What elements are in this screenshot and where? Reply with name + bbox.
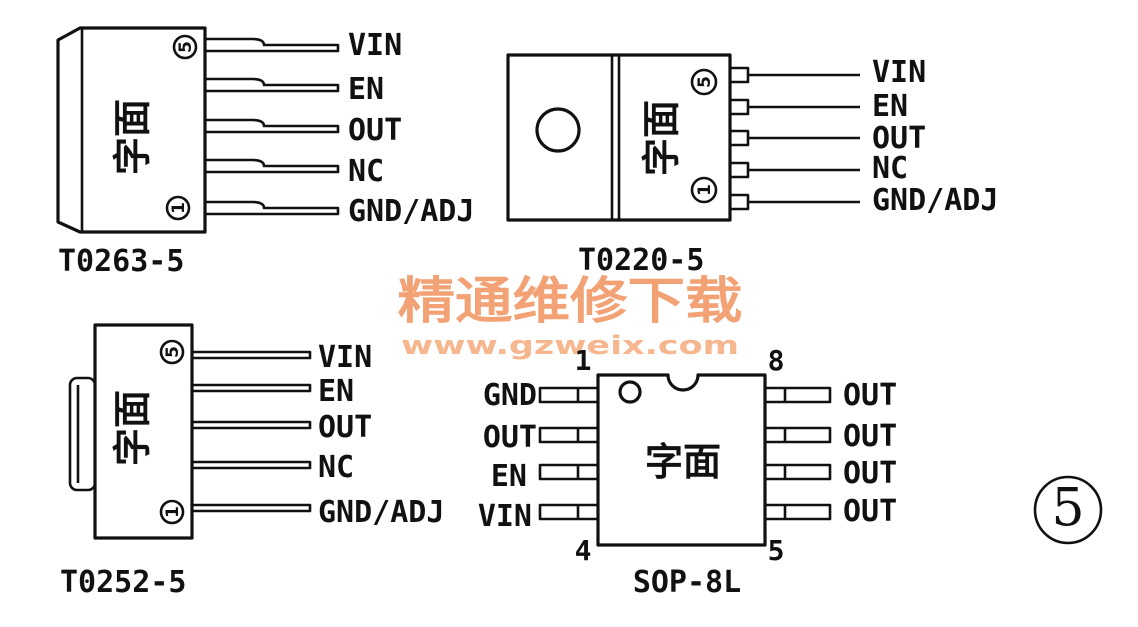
to220-mounting-hole: [535, 107, 581, 153]
sop8-lead-6: [763, 463, 832, 481]
to252-pin-label: GND/ADJ: [318, 495, 444, 530]
watermark: 精通维修下载 www.gzweix.com: [398, 272, 743, 361]
to220-pin-label: VIN: [872, 55, 926, 90]
sop8-left-leads: [538, 386, 600, 521]
to263-pin-label: VIN: [348, 28, 402, 63]
to252-lead-vin: [190, 350, 312, 360]
figure-number-badge: 5: [1033, 475, 1103, 545]
to252-pin-label: NC: [318, 450, 354, 485]
sop8-caption: SOP-8L: [633, 565, 741, 600]
to252-pin5-mark: 5: [159, 339, 185, 365]
sop8-lead-4: [538, 503, 600, 521]
sop8-lead-5: [763, 503, 832, 521]
to220-pin-label: GND/ADJ: [872, 183, 998, 218]
to252-tab: [68, 376, 97, 492]
to263-pin1-mark-text: 1: [169, 202, 189, 214]
sop8-lead-3: [538, 463, 600, 481]
to220-pin5-mark-text: 5: [695, 76, 715, 88]
to263-package: 字面 5 1 VIN EN OUT NC GND/ADJ T0263-5: [56, 26, 474, 279]
to220-face-text: 字面: [640, 100, 684, 176]
to263-lead-vin: [205, 37, 340, 53]
to263-lead-out: [205, 118, 340, 134]
sop8-left-pin-label: OUT: [483, 420, 537, 455]
sop8-lead-1: [538, 386, 600, 404]
to252-caption: T0252-5: [60, 565, 186, 600]
to263-pin1-mark: 1: [165, 195, 191, 221]
to263-caption: T0263-5: [58, 244, 184, 279]
to252-lead-out: [190, 420, 312, 430]
to252-lead-en: [190, 383, 312, 393]
sop8-left-pin-label: GND: [483, 378, 537, 413]
to263-lead-en: [205, 77, 340, 93]
figure-number-circle: [1033, 475, 1103, 545]
sop8-left-pin-label: VIN: [478, 499, 532, 534]
to220-pin1-mark-text: 1: [695, 184, 715, 196]
sop8-face-text: 字面: [645, 440, 721, 484]
to252-pin5-mark-text: 5: [163, 346, 183, 358]
to263-pin5-mark: 5: [172, 34, 198, 60]
figure-number: 5: [1051, 479, 1084, 539]
sop8-lead-8: [763, 386, 832, 404]
to220-package: 字面 5 1 VIN EN OUT NC GND/ADJ T0220-5: [506, 53, 998, 278]
to252-face-text: 字面: [111, 390, 155, 466]
sop8-right-pin-label: OUT: [843, 456, 897, 491]
sop8-lead-7: [763, 426, 832, 444]
sop8-pin-number: 8: [768, 344, 785, 377]
to220-lead-gnd: [728, 193, 860, 211]
sop8-package: 字面 1 8 4 5 GND OUT EN VIN OUT OUT OUT OU…: [478, 344, 897, 600]
to263-pin5-mark-text: 5: [176, 41, 196, 53]
to220-pin5-mark: 5: [690, 68, 718, 96]
to252-pin-label: VIN: [318, 340, 372, 375]
sop8-pin-number: 4: [575, 534, 592, 567]
to220-pin-label: EN: [872, 89, 908, 124]
to220-pin-label: NC: [872, 151, 908, 186]
sop8-right-leads: [763, 386, 832, 521]
sop8-pin1-dot: [618, 380, 642, 404]
to252-pin-label: EN: [318, 374, 354, 409]
to252-package: 字面 5 1 VIN EN OUT NC GND/ADJ T0252-5: [60, 323, 444, 600]
to220-lead-nc: [728, 161, 860, 179]
sop8-right-pin-label: OUT: [843, 378, 897, 413]
to252-pin1-mark: 1: [159, 499, 185, 525]
sop8-pin-number: 5: [768, 534, 785, 567]
sop8-pin-number: 1: [575, 344, 592, 377]
to263-pin-label: OUT: [348, 113, 402, 148]
to252-lead-nc: [190, 460, 312, 470]
sop8-right-pin-label: OUT: [843, 419, 897, 454]
watermark-title: 精通维修下载: [398, 272, 743, 330]
to220-caption: T0220-5: [578, 243, 704, 278]
to252-body: [93, 323, 194, 540]
watermark-url: www.gzweix.com: [401, 331, 739, 361]
to252-lead-gnd: [190, 503, 312, 513]
sop8-right-pin-label: OUT: [843, 494, 897, 529]
to263-pin-label: GND/ADJ: [348, 194, 474, 229]
sop8-left-pin-label: EN: [491, 459, 527, 494]
to252-pin1-mark-text: 1: [163, 506, 183, 518]
to263-lead-gnd: [205, 200, 340, 216]
to263-pin-label: NC: [348, 154, 384, 189]
to263-pin-label: EN: [348, 72, 384, 107]
to220-lead-vin: [728, 66, 860, 84]
to252-pin-label: OUT: [318, 410, 372, 445]
sop8-body: [596, 373, 767, 547]
sop8-lead-2: [538, 426, 600, 444]
to220-pin-label: OUT: [872, 121, 926, 156]
to220-pin1-mark: 1: [690, 176, 718, 204]
to263-face-text: 字面: [111, 99, 155, 175]
to220-lead-en: [728, 98, 860, 116]
to263-lead-nc: [205, 158, 340, 174]
to220-lead-out: [728, 129, 860, 147]
to263-body: [56, 26, 207, 234]
